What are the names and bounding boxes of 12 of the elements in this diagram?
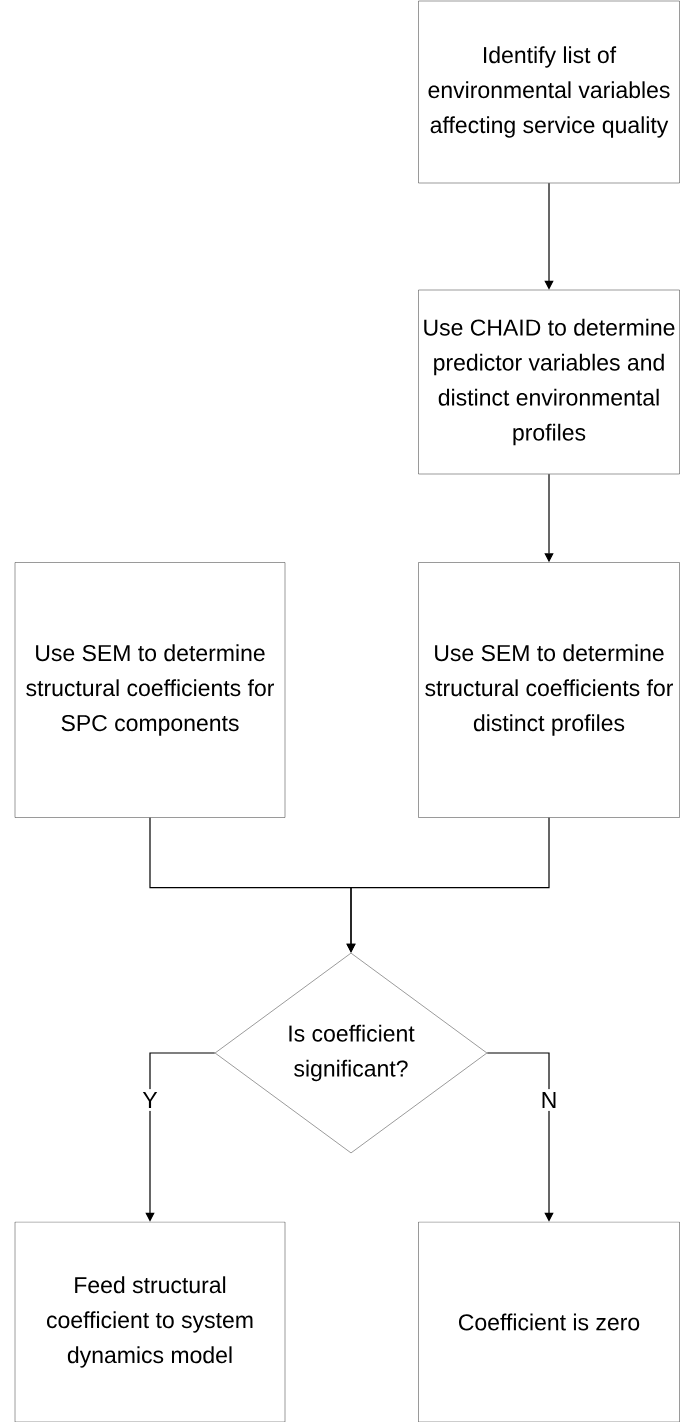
edge-label: N (542, 1092, 556, 1108)
process-box: Use CHAID to determine predictor variables and distinct environmental profiles (418, 289, 680, 475)
process-box: Feed structural coefficient to system dynamics model (14, 1221, 286, 1422)
edge-label: Y (142, 1092, 158, 1108)
arrow (346, 817, 550, 953)
process-box: Use SEM to determine structural coefficients for SPC components (14, 562, 286, 818)
arrow (544, 182, 554, 290)
arrow (486, 1052, 554, 1222)
process-box: Identify list of environmental variables affecting service quality (418, 0, 680, 184)
process-box: Use SEM to determine structural coefficients for distinct profiles (418, 562, 680, 818)
process-box: Coefficient is zero (418, 1221, 680, 1422)
arrow (145, 1052, 216, 1222)
